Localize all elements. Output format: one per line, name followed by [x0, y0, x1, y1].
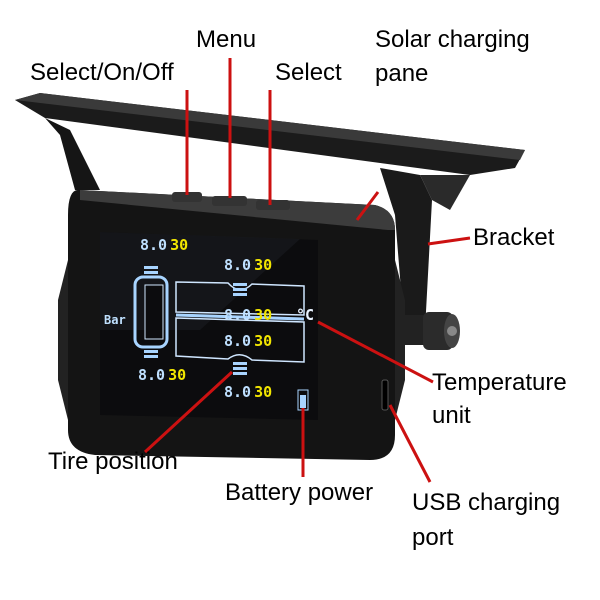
- temp-value: 30: [254, 332, 273, 350]
- label-menu: Menu: [196, 26, 257, 53]
- pressure-value: 8.0: [224, 306, 252, 324]
- label-select-on-off: Select/On/Off: [30, 59, 174, 86]
- usb-port: [381, 379, 389, 411]
- label-battery-power: Battery power: [225, 479, 374, 506]
- label-temperature-line1: Temperature: [432, 369, 567, 396]
- callout-lines: [143, 58, 471, 483]
- pressure-value: 8.0: [224, 383, 252, 401]
- label-solar-line2: pane: [375, 60, 429, 87]
- label-bracket: Bracket: [473, 224, 555, 251]
- mounting-knob: [405, 312, 460, 350]
- pressure-unit: Bar: [104, 313, 126, 327]
- label-usb-line1: USB charging: [412, 489, 561, 516]
- label-tire-position: Tire position: [48, 448, 178, 475]
- pressure-value: 8.0: [224, 332, 252, 350]
- label-temperature-line2: unit: [432, 402, 471, 429]
- pressure-value: 8.0: [224, 256, 252, 274]
- temp-value: 30: [170, 236, 189, 254]
- temp-value: 30: [168, 366, 187, 384]
- temperature-unit: °C: [296, 306, 315, 324]
- temp-value: 30: [254, 306, 273, 324]
- buttons[interactable]: [172, 192, 290, 210]
- label-select: Select: [275, 59, 342, 86]
- label-usb-line2: port: [412, 524, 454, 551]
- temp-value: 30: [254, 383, 273, 401]
- label-solar-line1: Solar charging: [375, 26, 530, 53]
- pressure-value: 8.0: [140, 236, 168, 254]
- pressure-value: 8.0: [138, 366, 166, 384]
- temp-value: 30: [254, 256, 273, 274]
- lcd-screen: [100, 232, 318, 420]
